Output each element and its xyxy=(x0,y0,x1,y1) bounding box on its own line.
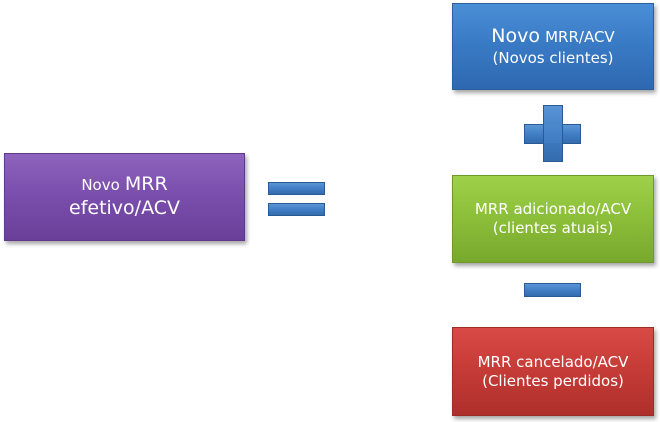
churned-mrr-box: MRR cancelado/ACV (Clientes perdidos) xyxy=(452,327,654,416)
new-mrr-subtitle: (Novos clientes) xyxy=(492,49,614,67)
added-mrr-box: MRR adicionado/ACV (clientes atuais) xyxy=(452,175,654,263)
new-mrr-title: Novo MRR/ACV xyxy=(491,25,614,49)
churned-mrr-subtitle: (Clientes perdidos) xyxy=(482,371,624,390)
plus-sign-center xyxy=(544,125,562,143)
effective-mrr-box: Novo MRR efetivo/ACV xyxy=(4,153,245,241)
effective-mrr-prefix: Novo xyxy=(81,176,120,195)
new-mrr-box: Novo MRR/ACV (Novos clientes) xyxy=(452,3,654,90)
equals-sign-top-bar xyxy=(268,182,325,195)
minus-sign xyxy=(524,283,581,297)
churned-mrr-title: MRR cancelado/ACV xyxy=(477,352,629,371)
effective-mrr-main: MRR xyxy=(124,173,168,196)
equals-sign-bottom-bar xyxy=(268,203,325,216)
added-mrr-title: MRR adicionado/ACV xyxy=(474,200,632,219)
added-mrr-subtitle: (clientes atuais) xyxy=(492,219,614,237)
new-mrr-main: MRR/ACV xyxy=(545,28,615,47)
effective-mrr-subtitle: efetivo/ACV xyxy=(69,197,180,219)
effective-mrr-title: Novo MRR xyxy=(81,173,167,197)
new-mrr-prefix: Novo xyxy=(491,25,541,48)
